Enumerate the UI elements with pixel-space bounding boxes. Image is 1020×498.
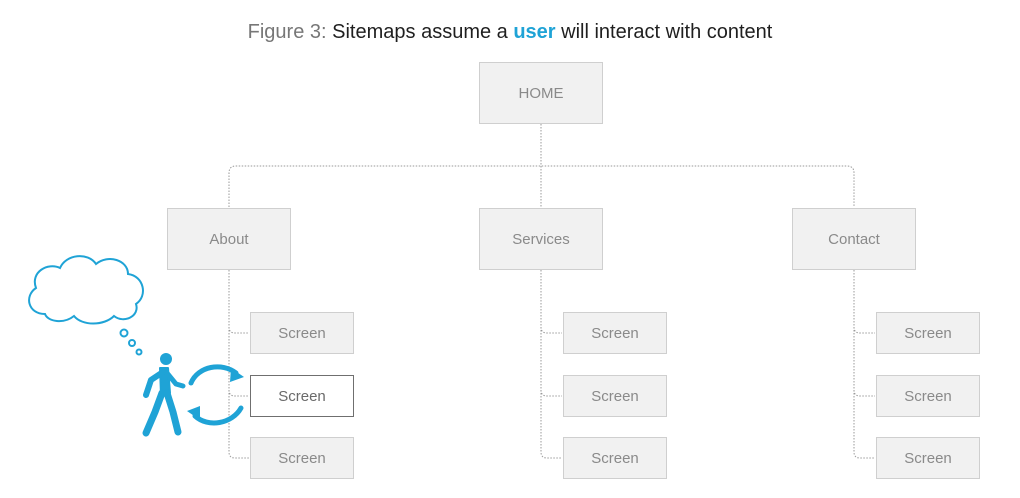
screen-label: Screen	[591, 324, 639, 342]
screen-node: Screen	[563, 312, 667, 354]
caption-highlight: user	[513, 21, 556, 43]
screen-label: Screen	[904, 324, 952, 342]
screen-node: Screen	[250, 312, 354, 354]
figure-caption: Figure 3: Sitemaps assume a user will in…	[0, 19, 1020, 45]
connector-about-stem	[228, 270, 249, 459]
sitemap-node-services: Services	[479, 208, 603, 270]
node-label: Services	[512, 230, 570, 248]
screen-node: Screen	[563, 437, 667, 479]
connector-about-2	[228, 389, 249, 397]
connector-contact-stem	[853, 270, 875, 459]
screen-node: Screen	[876, 437, 980, 479]
sitemap-node-contact: Contact	[792, 208, 916, 270]
screen-node: Screen	[563, 375, 667, 417]
connector-contact-1	[853, 326, 875, 334]
figure-number: Figure 3:	[247, 21, 327, 43]
node-label: Contact	[828, 230, 880, 248]
connector-services-2	[540, 389, 562, 397]
node-label: About	[209, 230, 249, 248]
sitemap-node-home: HOME	[479, 62, 603, 124]
caption-text-end: will interact with content	[561, 21, 773, 43]
screen-label: Screen	[904, 387, 952, 405]
screen-label: Screen	[591, 449, 639, 467]
screen-label: Screen	[278, 324, 326, 342]
connector-contact-2	[853, 389, 875, 397]
connector-services-stem	[540, 270, 562, 459]
connector-services-1	[540, 326, 562, 334]
connector-about-1	[228, 326, 249, 334]
screen-label: Screen	[591, 387, 639, 405]
screen-node: Screen	[876, 312, 980, 354]
screen-node: Screen	[876, 375, 980, 417]
screen-label: Screen	[278, 387, 326, 405]
screen-label: Screen	[278, 449, 326, 467]
screen-node-active: Screen	[250, 375, 354, 417]
screen-node: Screen	[250, 437, 354, 479]
caption-text-start: Sitemaps assume a	[332, 21, 508, 43]
screen-label: Screen	[904, 449, 952, 467]
node-label: HOME	[518, 84, 564, 102]
sitemap-node-about: About	[167, 208, 291, 270]
connector-bar	[228, 165, 855, 207]
